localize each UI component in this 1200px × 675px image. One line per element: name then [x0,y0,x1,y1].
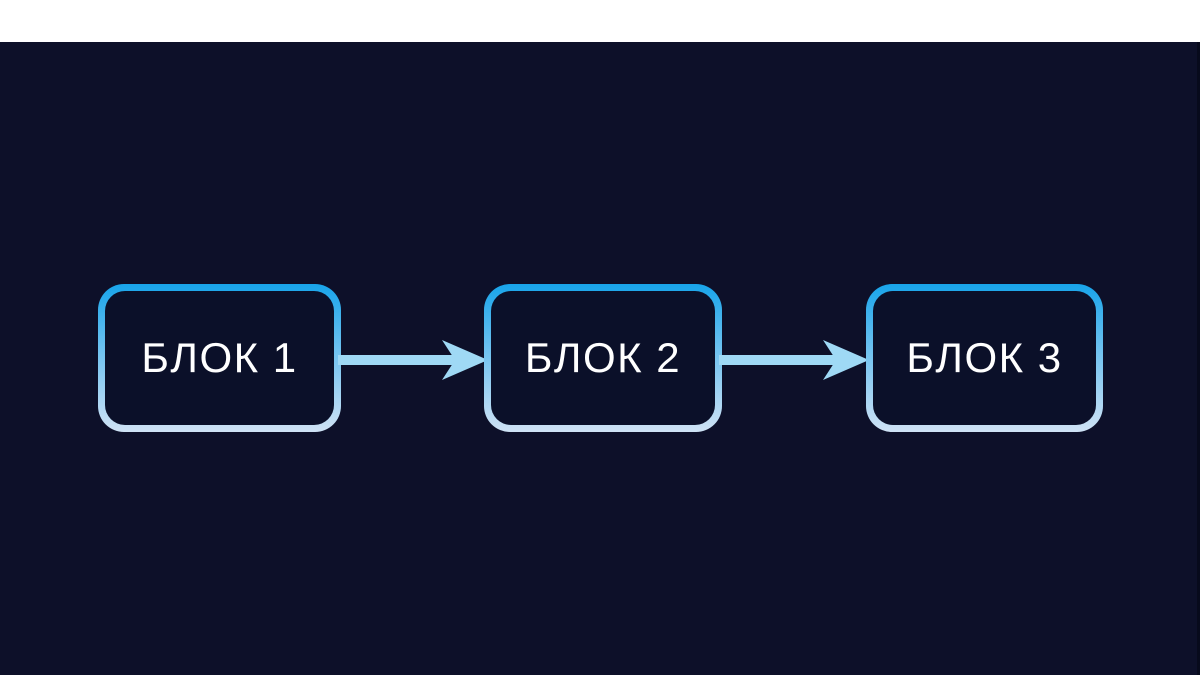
flow-node-label: БЛОК 1 [141,334,298,381]
arrow-right-icon [719,340,869,380]
top-white-band [0,0,1200,42]
arrow-right-icon [338,340,488,380]
flow-node-label: БЛОК 2 [524,334,682,381]
flow-node-block-1[interactable]: БЛОК 1 [98,284,341,432]
flow-node-body: БЛОК 3 [873,291,1096,425]
right-edge-strip [1197,42,1200,675]
flow-node-body: БЛОК 2 [491,291,715,425]
flow-node-label: БЛОК 3 [906,334,1063,381]
flow-connector-arrow-2 [719,336,869,384]
flow-node-block-2[interactable]: БЛОК 2 [484,284,722,432]
flow-node-body: БЛОК 1 [105,291,334,425]
flow-connector-arrow-1 [338,336,488,384]
flow-node-block-3[interactable]: БЛОК 3 [866,284,1103,432]
